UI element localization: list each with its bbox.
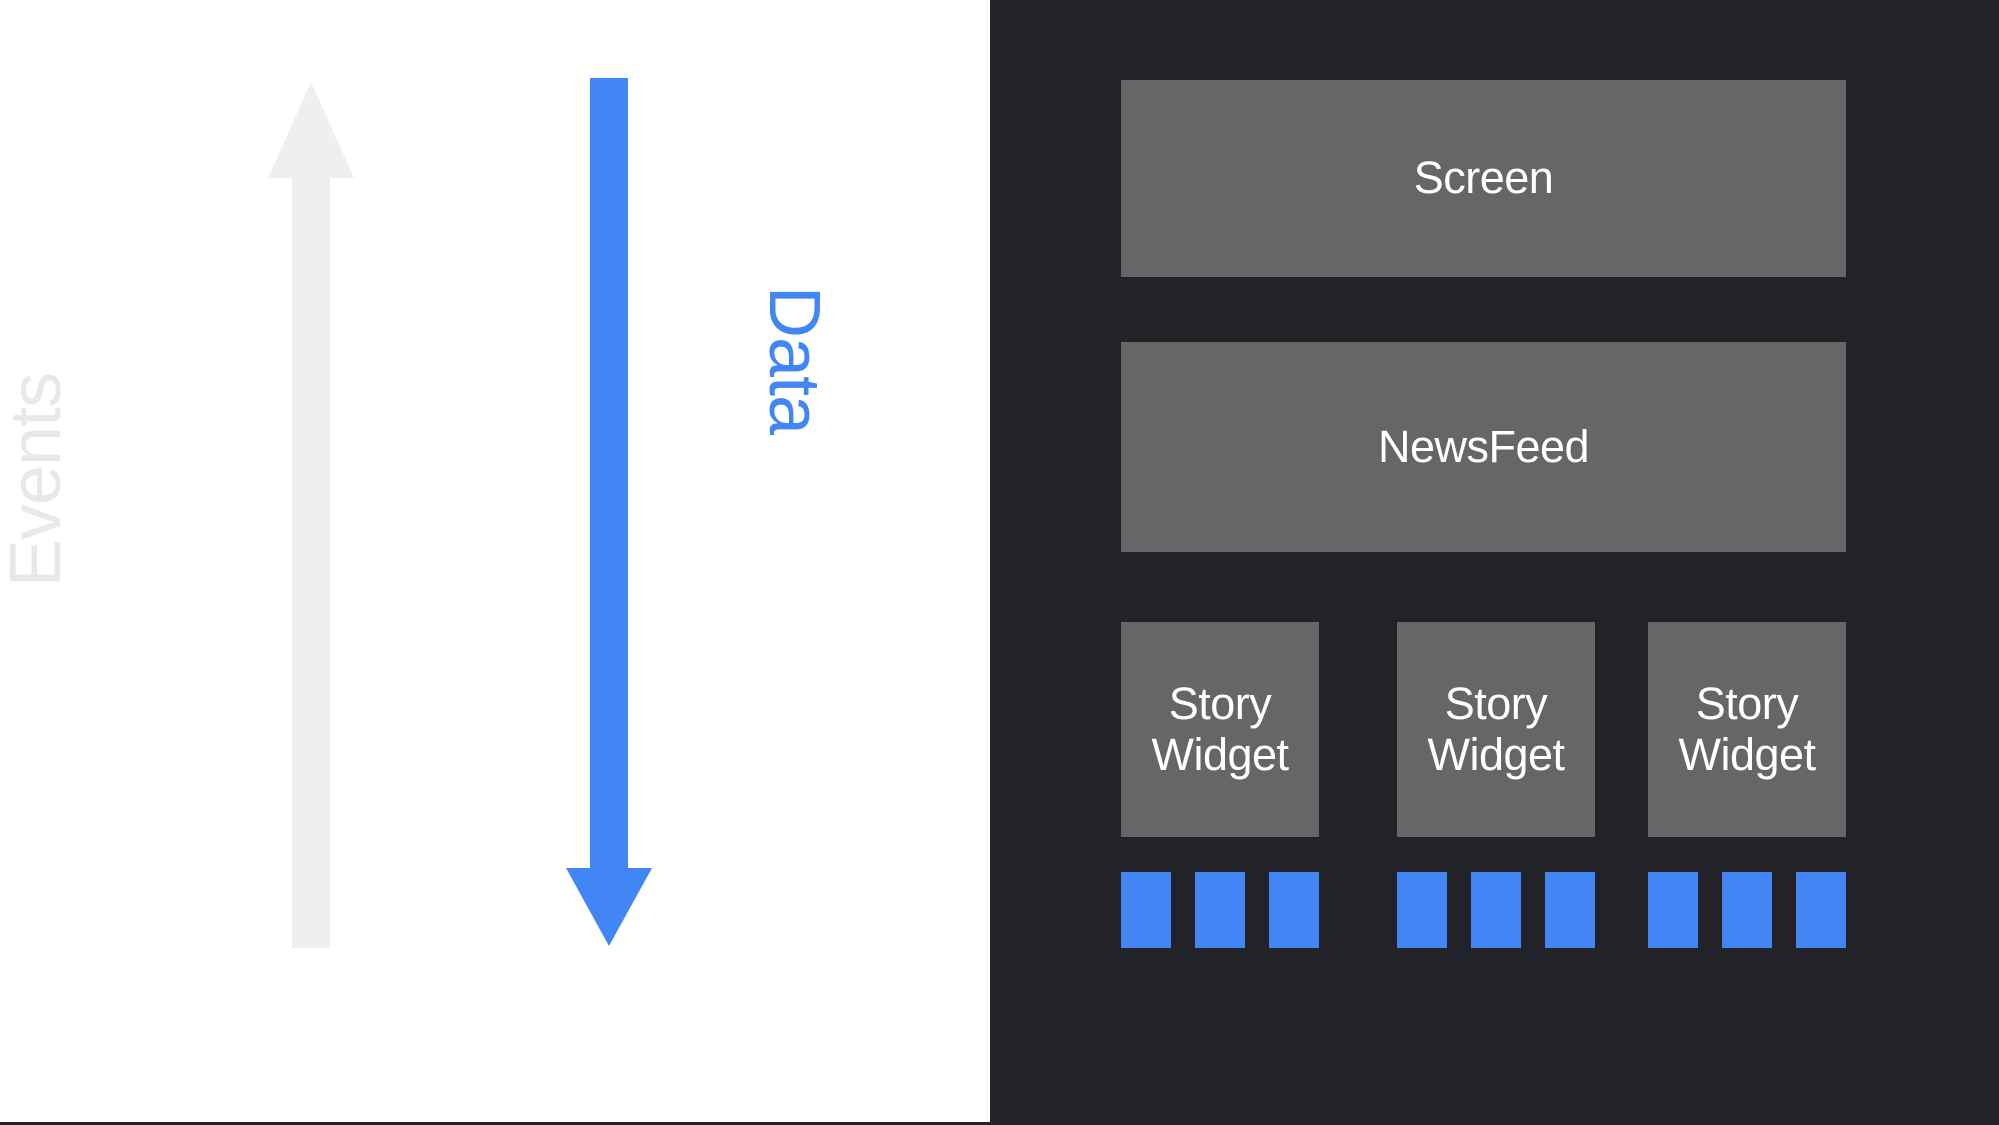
leaf-node[interactable] <box>1796 872 1846 948</box>
story-widget-line1: Story <box>1444 678 1548 730</box>
data-flow-label: Data <box>754 285 834 435</box>
data-flow-arrow <box>566 78 652 948</box>
arrow-up-icon <box>268 82 354 948</box>
events-flow-label: Events <box>0 372 76 588</box>
leaf-node-group <box>1648 872 1848 948</box>
story-widget-line1: Story <box>1695 678 1799 730</box>
node-newsfeed[interactable]: NewsFeed <box>1121 342 1846 552</box>
leaf-node[interactable] <box>1722 872 1772 948</box>
arrow-down-icon <box>566 78 652 946</box>
events-flow-arrow <box>268 78 354 948</box>
leaf-node-group <box>1121 872 1321 948</box>
leaf-node-row <box>1121 872 1846 948</box>
node-newsfeed-label: NewsFeed <box>1377 420 1590 472</box>
leaf-node[interactable] <box>1397 872 1447 948</box>
node-screen-label: Screen <box>1413 152 1554 204</box>
leaf-node[interactable] <box>1648 872 1698 948</box>
story-widget-line2: Widget <box>1427 728 1565 780</box>
story-widget-line2: Widget <box>1151 728 1289 780</box>
node-screen[interactable]: Screen <box>1121 80 1846 277</box>
leaf-node[interactable] <box>1545 872 1595 948</box>
story-widget-line2: Widget <box>1678 728 1816 780</box>
leaf-node[interactable] <box>1269 872 1319 948</box>
story-widget-line1: Story <box>1168 678 1272 730</box>
leaf-node[interactable] <box>1471 872 1521 948</box>
leaf-node-group <box>1397 872 1597 948</box>
leaf-node[interactable] <box>1195 872 1245 948</box>
flow-legend-panel: Events Data <box>0 0 990 1125</box>
leaf-node[interactable] <box>1121 872 1171 948</box>
